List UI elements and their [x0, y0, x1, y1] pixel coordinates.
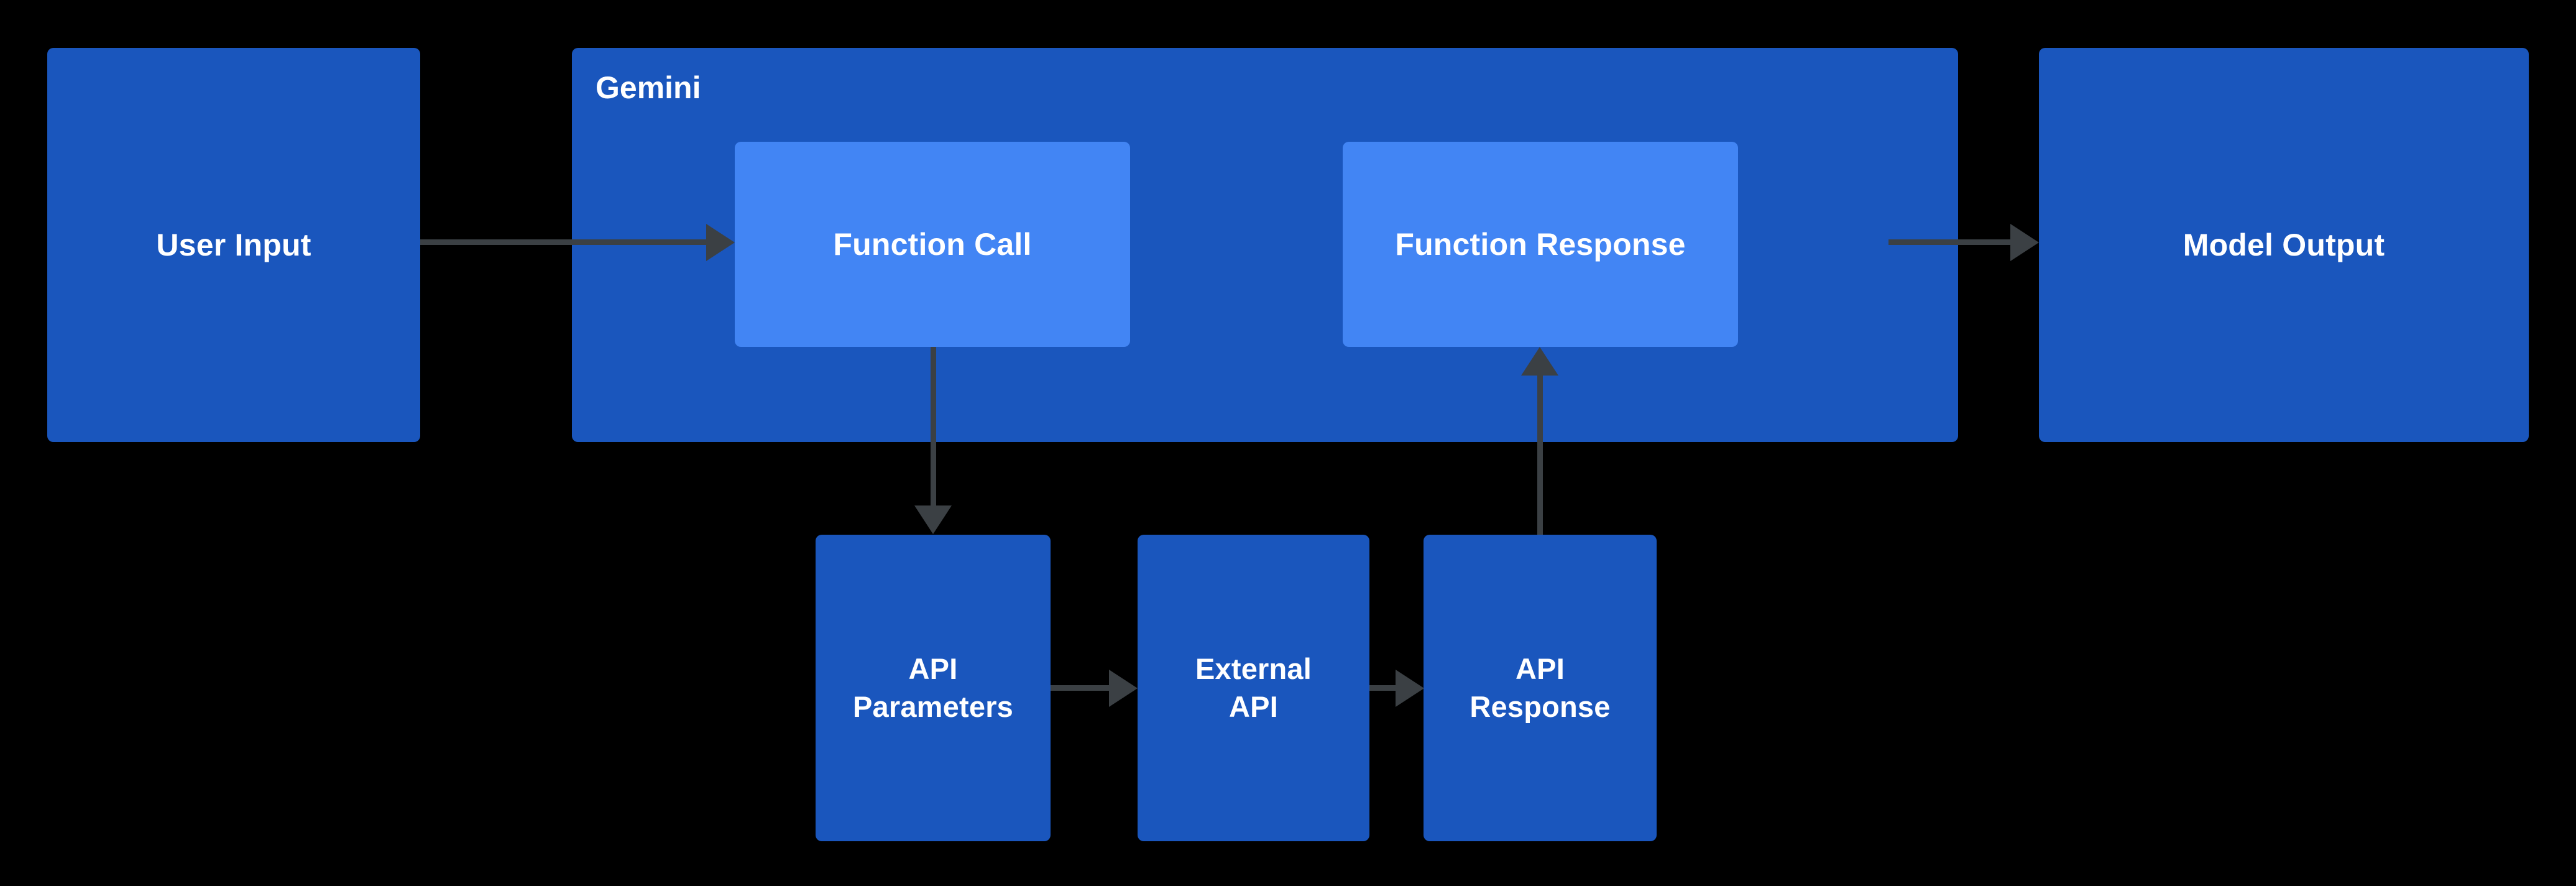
gemini-container-label: Gemini: [596, 70, 701, 105]
node-api-response-label: API Response: [1470, 652, 1611, 723]
arrow-user-input-to-function-call-head: [706, 224, 735, 261]
arrow-user-input-to-function-call: [420, 239, 706, 245]
arrow-external-api-to-api-response: [1369, 685, 1396, 691]
node-external-api[interactable]: External API: [1138, 535, 1369, 841]
node-model-output[interactable]: Model Output: [2039, 48, 2529, 442]
arrow-function-call-to-api-parameters: [931, 347, 936, 505]
node-user-input[interactable]: User Input: [47, 48, 420, 442]
arrow-gemini-to-model-output: [1888, 239, 2010, 245]
node-external-api-label: External API: [1195, 652, 1312, 723]
arrow-api-response-to-function-response-head: [1521, 347, 1558, 376]
node-model-output-label: Model Output: [2183, 228, 2385, 262]
node-api-parameters[interactable]: API Parameters: [816, 535, 1051, 841]
node-user-input-label: User Input: [156, 228, 311, 262]
arrow-api-parameters-to-external-api-head: [1109, 670, 1138, 707]
node-function-call-label: Function Call: [833, 227, 1032, 262]
node-api-parameters-label: API Parameters: [852, 652, 1014, 723]
arrow-function-call-to-api-parameters-head: [914, 505, 952, 534]
arrow-api-response-to-function-response: [1537, 376, 1543, 535]
node-api-response[interactable]: API Response: [1424, 535, 1657, 841]
arrow-gemini-to-model-output-head: [2010, 224, 2039, 261]
node-function-response[interactable]: Function Response: [1343, 142, 1738, 347]
arrow-api-parameters-to-external-api: [1051, 685, 1109, 691]
node-function-response-label: Function Response: [1395, 227, 1686, 262]
node-function-call[interactable]: Function Call: [735, 142, 1130, 347]
arrow-external-api-to-api-response-head: [1396, 670, 1424, 707]
